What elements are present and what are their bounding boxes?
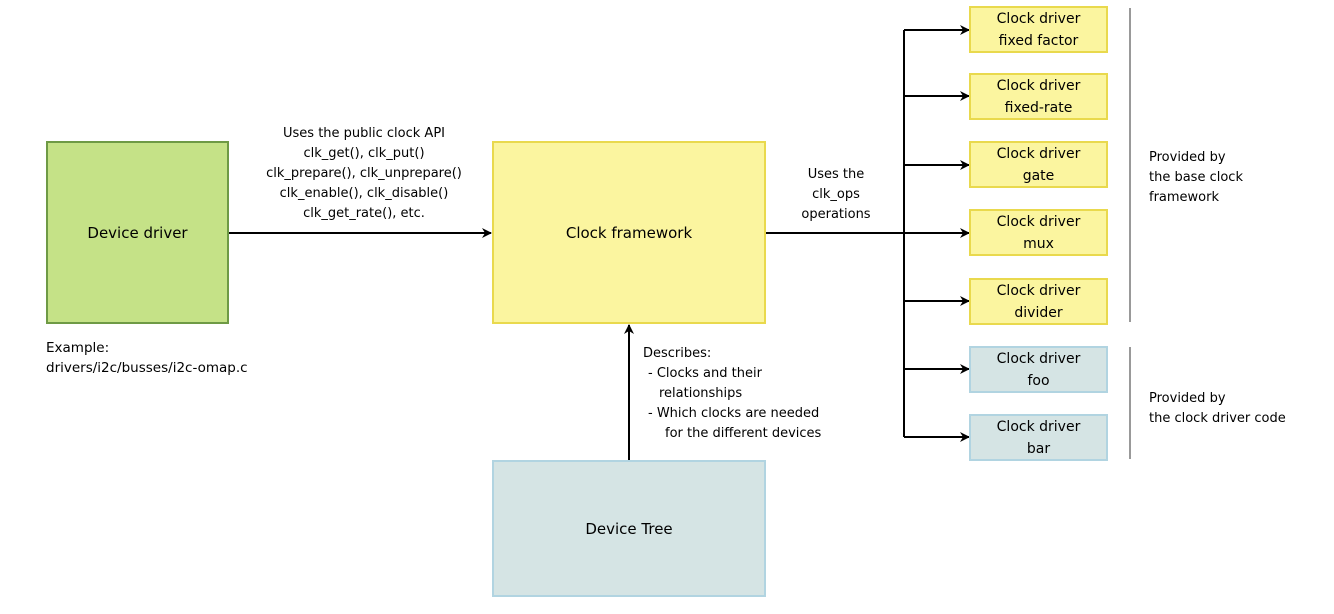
- driver-title: Clock driver: [996, 350, 1081, 367]
- driver-title: Clock driver: [996, 213, 1081, 230]
- driver-title: Clock driver: [996, 282, 1081, 299]
- clock-driver-foo: Clock driver foo: [969, 346, 1108, 393]
- api-label-line: clk_get_rate(), etc.: [303, 206, 425, 221]
- ops-label-line: Uses the: [807, 167, 865, 182]
- driver-kind: fixed-rate: [1004, 99, 1073, 116]
- describes-label: Describes: - Clocks and their relationsh…: [643, 344, 821, 444]
- api-label-line: clk_prepare(), clk_unprepare(): [266, 166, 462, 181]
- driver-kind: foo: [1027, 372, 1050, 389]
- clock-driver-mux: Clock driver mux: [969, 209, 1108, 256]
- ops-label-line: operations: [801, 207, 871, 222]
- describes-line: for the different devices: [665, 426, 822, 441]
- group-label-line: framework: [1149, 190, 1220, 205]
- group-label-line: Provided by: [1149, 150, 1226, 165]
- driver-title: Clock driver: [996, 77, 1081, 94]
- driver-kind: bar: [1026, 440, 1051, 457]
- clock-driver-divider: Clock driver divider: [969, 278, 1108, 325]
- example-heading: Example:: [46, 340, 110, 356]
- group-label-line: the clock driver code: [1149, 411, 1286, 426]
- clock-driver-gate: Clock driver gate: [969, 141, 1108, 188]
- driver-title: Clock driver: [996, 10, 1081, 27]
- group-label-line: Provided by: [1149, 391, 1226, 406]
- clock-driver-fixed-rate: Clock driver fixed-rate: [969, 73, 1108, 120]
- api-label-line: clk_enable(), clk_disable(): [279, 186, 449, 201]
- device-driver-box: Device driver: [46, 141, 229, 324]
- clock-driver-bar: Clock driver bar: [969, 414, 1108, 461]
- ops-label-line: clk_ops: [812, 187, 860, 202]
- clock-framework-label: Clock framework: [565, 223, 693, 242]
- ops-branches: [904, 25, 970, 442]
- driver-title: Clock driver: [996, 418, 1081, 435]
- device-tree-box: Device Tree: [492, 460, 766, 597]
- driver-kind: fixed factor: [998, 32, 1079, 49]
- driver-kind: divider: [1014, 304, 1063, 321]
- example-path: drivers/i2c/busses/i2c-omap.c: [46, 360, 248, 376]
- driver-group-label: Provided by the clock driver code: [1149, 389, 1286, 429]
- example-note: Example: drivers/i2c/busses/i2c-omap.c: [46, 338, 248, 378]
- api-label-line: clk_get(), clk_put(): [303, 146, 425, 161]
- device-driver-label: Device driver: [87, 223, 188, 242]
- describes-line: relationships: [659, 386, 743, 401]
- group-label-line: the base clock: [1149, 170, 1243, 185]
- base-group-label: Provided by the base clock framework: [1149, 148, 1243, 208]
- driver-title: Clock driver: [996, 145, 1081, 162]
- driver-kind: gate: [1022, 167, 1055, 184]
- clock-framework-box: Clock framework: [492, 141, 766, 324]
- ops-label: Uses the clk_ops operations: [786, 165, 886, 225]
- driver-kind: mux: [1023, 235, 1054, 252]
- api-label: Uses the public clock API clk_get(), clk…: [236, 124, 492, 224]
- api-label-line: Uses the public clock API: [283, 126, 445, 141]
- device-tree-label: Device Tree: [585, 519, 673, 538]
- describes-line: Describes:: [643, 346, 712, 361]
- describes-line: - Which clocks are needed: [648, 406, 820, 421]
- clock-driver-fixed-factor: Clock driver fixed factor: [969, 6, 1108, 53]
- describes-line: - Clocks and their: [648, 366, 762, 381]
